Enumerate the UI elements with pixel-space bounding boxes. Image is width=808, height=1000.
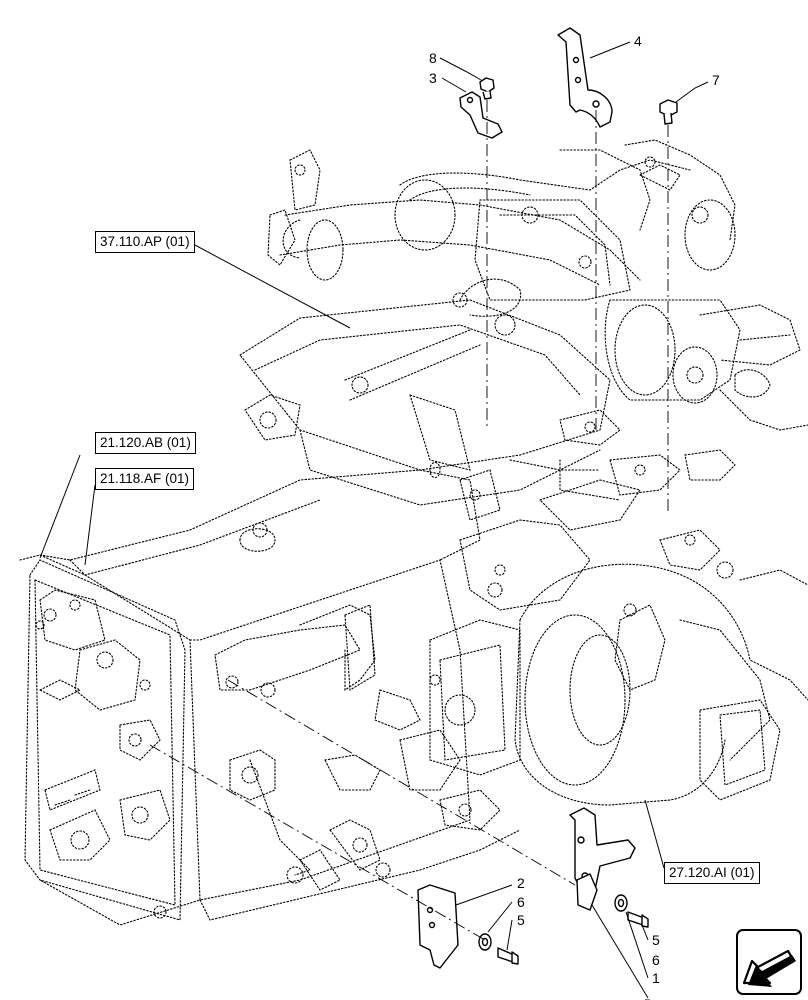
callout-5-left: 5 [517, 912, 525, 928]
callout-5-right: 5 [652, 932, 660, 948]
callout-4: 4 [634, 33, 642, 49]
bolt-part-5-left [497, 947, 519, 965]
reference-27-120-ai[interactable]: 27.120.AI (01) [664, 862, 760, 884]
reference-37-110-ap[interactable]: 37.110.AP (01) [95, 231, 195, 253]
callout-2: 2 [517, 875, 525, 891]
bracket-part-2 [417, 884, 459, 969]
valve-block [429, 409, 736, 831]
callout-3: 3 [429, 70, 437, 86]
callout-7: 7 [712, 72, 720, 88]
reference-21-118-af[interactable]: 21.118.AF (01) [95, 468, 195, 490]
callout-6-left: 6 [517, 894, 525, 910]
assembly-axes [149, 100, 669, 941]
callout-6-right: 6 [652, 952, 660, 968]
transmission-housing [19, 469, 521, 926]
leader-lines [39, 41, 709, 1000]
lift-arms [267, 139, 736, 301]
callout-8: 8 [429, 50, 437, 66]
reference-21-120-ab[interactable]: 21.120.AB (01) [95, 432, 196, 454]
bracket-part-3 [459, 91, 503, 139]
arrow-icon[interactable] [736, 929, 802, 995]
arrow-glyph [742, 949, 796, 987]
bolt-part-8 [479, 77, 495, 100]
transmission-front-face [24, 559, 186, 921]
axle-trumpet [514, 529, 808, 806]
bracket-part-4 [557, 27, 613, 128]
right-side-assembly [604, 299, 808, 431]
axle-housing-top [239, 278, 611, 506]
bolt-part-7 [659, 99, 678, 125]
callout-1: 1 [652, 970, 660, 986]
bolt-part-5-right [627, 911, 649, 928]
bracket-part-1 [569, 807, 636, 891]
